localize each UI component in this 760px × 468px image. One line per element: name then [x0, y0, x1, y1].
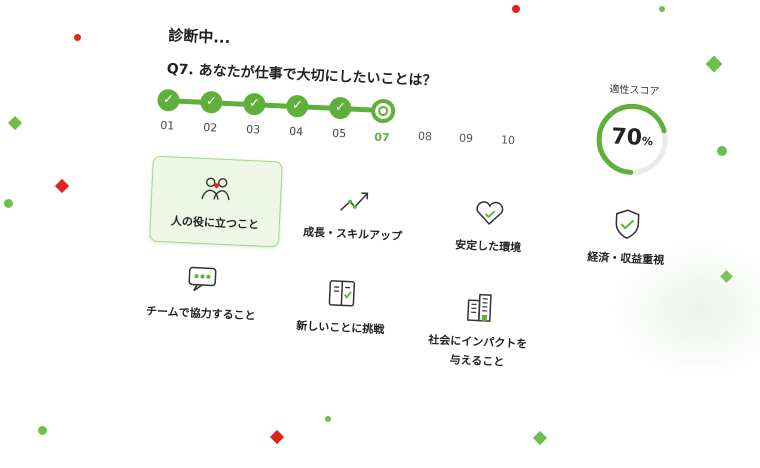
option-card[interactable]: 安定した環境 [422, 180, 556, 272]
progress-step-label: 07 [374, 130, 390, 145]
progress-step-label: 10 [500, 133, 516, 148]
score-gauge [596, 103, 668, 175]
score-value-wrap: 70% [592, 124, 673, 153]
score-gauge-arc [596, 103, 668, 175]
status-title: 診断中... [167, 26, 231, 48]
progress-step-label: 03 [245, 122, 261, 137]
progress-step: ✓ 05 [324, 93, 356, 140]
progress-step-label: 08 [417, 129, 433, 144]
option-label: 社会にインパクトを 与えること [428, 333, 528, 370]
book-icon [324, 276, 360, 312]
progress-step-label: 04 [288, 124, 304, 139]
check-icon: ✓ [156, 88, 180, 112]
score-label: 適性スコア [609, 84, 660, 98]
progress-step-label: 02 [202, 120, 218, 135]
progress-step: 09 [451, 99, 483, 146]
heart-icon [472, 194, 508, 230]
aptitude-score: 適性スコア 70% [590, 80, 675, 194]
option-card[interactable]: 成長・スキルアップ [287, 168, 421, 260]
option-label: 人の役に立つこと [170, 214, 260, 232]
progress-step: ✓ 01 [152, 86, 184, 133]
people-heart-icon [199, 171, 235, 207]
option-label: チームで協力すること [145, 304, 256, 323]
check-icon: ✓ [285, 94, 309, 118]
chat-icon [185, 261, 221, 297]
option-card[interactable]: 新しいことに挑戦 [274, 261, 408, 353]
score-unit: % [641, 134, 654, 149]
score-value: 70 [610, 124, 643, 151]
progress-step-label: 01 [159, 118, 175, 133]
progress-step: ✓ 04 [281, 91, 313, 138]
growth-icon [336, 182, 372, 218]
progress-step: 07 [367, 95, 399, 144]
check-icon: ✓ [199, 90, 223, 114]
option-label: 経済・収益重視 [586, 250, 665, 267]
option-label: 新しいことに挑戦 [296, 319, 385, 337]
question-text: Q7. あなたが仕事で大切にしたいことは？ [166, 61, 437, 90]
option-label: 安定した環境 [454, 238, 522, 255]
check-icon: ✓ [328, 96, 352, 120]
option-card[interactable]: 経済・収益重視 [560, 192, 694, 284]
buildings-icon [462, 290, 498, 326]
option-label: 成長・スキルアップ [302, 225, 403, 244]
question-progress: ✓ 01 ✓ 02 ✓ 03 ✓ 04 ✓ 05 07 08 09 10 [151, 86, 523, 163]
option-card[interactable]: 社会にインパクトを 与えること [412, 276, 546, 370]
current-step-icon [370, 98, 396, 124]
shield-check-icon [610, 206, 646, 242]
progress-step-label: 05 [331, 126, 347, 141]
progress-step: ✓ 03 [238, 90, 270, 137]
progress-step: ✓ 02 [195, 88, 227, 135]
progress-step: 08 [410, 97, 442, 144]
progress-step-label: 09 [458, 131, 474, 146]
option-card[interactable]: 人の役に立つこと [149, 155, 283, 248]
option-card[interactable]: チームで協力すること [135, 247, 269, 339]
check-icon: ✓ [242, 92, 266, 116]
progress-step: 10 [493, 101, 525, 147]
confetti-dot [659, 6, 665, 12]
